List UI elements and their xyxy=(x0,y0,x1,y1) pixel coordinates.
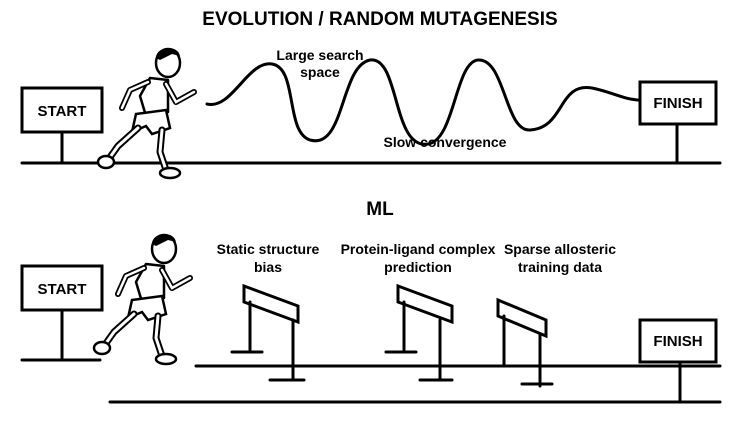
hurdle-3-label-line1: Sparse allosteric xyxy=(504,241,616,257)
runner-figure-top xyxy=(98,48,194,178)
hurdle-2-label-line2: prediction xyxy=(384,259,452,275)
runner-figure-bottom xyxy=(94,234,190,364)
search-space-label-line1: Large search xyxy=(276,47,363,63)
hurdle-2-label-line1: Protein-ligand complex xyxy=(341,241,496,257)
search-path-curve xyxy=(207,60,640,144)
evolution-finish-label: FINISH xyxy=(653,95,702,112)
hurdle-3-label-line2: training data xyxy=(518,259,602,275)
evolution-start-label: START xyxy=(38,103,87,120)
hurdle-3 xyxy=(486,300,552,386)
search-space-label-line2: space xyxy=(300,64,340,80)
evolution-title: EVOLUTION / RANDOM MUTAGENESIS xyxy=(202,9,557,30)
evolution-start-sign: START xyxy=(22,88,102,163)
hurdle-1-label-line2: bias xyxy=(254,259,282,275)
evolution-panel: EVOLUTION / RANDOM MUTAGENESIS START FIN… xyxy=(22,9,720,178)
hurdle-1-label-line1: Static structure xyxy=(217,241,320,257)
ml-panel: ML START FINISH Static structure bias Pr… xyxy=(22,199,720,402)
ml-finish-label: FINISH xyxy=(653,333,702,350)
ml-title: ML xyxy=(366,199,394,220)
ml-finish-sign: FINISH xyxy=(640,320,716,402)
ml-start-sign: START xyxy=(22,266,102,360)
evolution-finish-sign: FINISH xyxy=(640,82,716,163)
slow-convergence-label: Slow convergence xyxy=(384,134,507,150)
ml-start-label: START xyxy=(38,281,87,298)
